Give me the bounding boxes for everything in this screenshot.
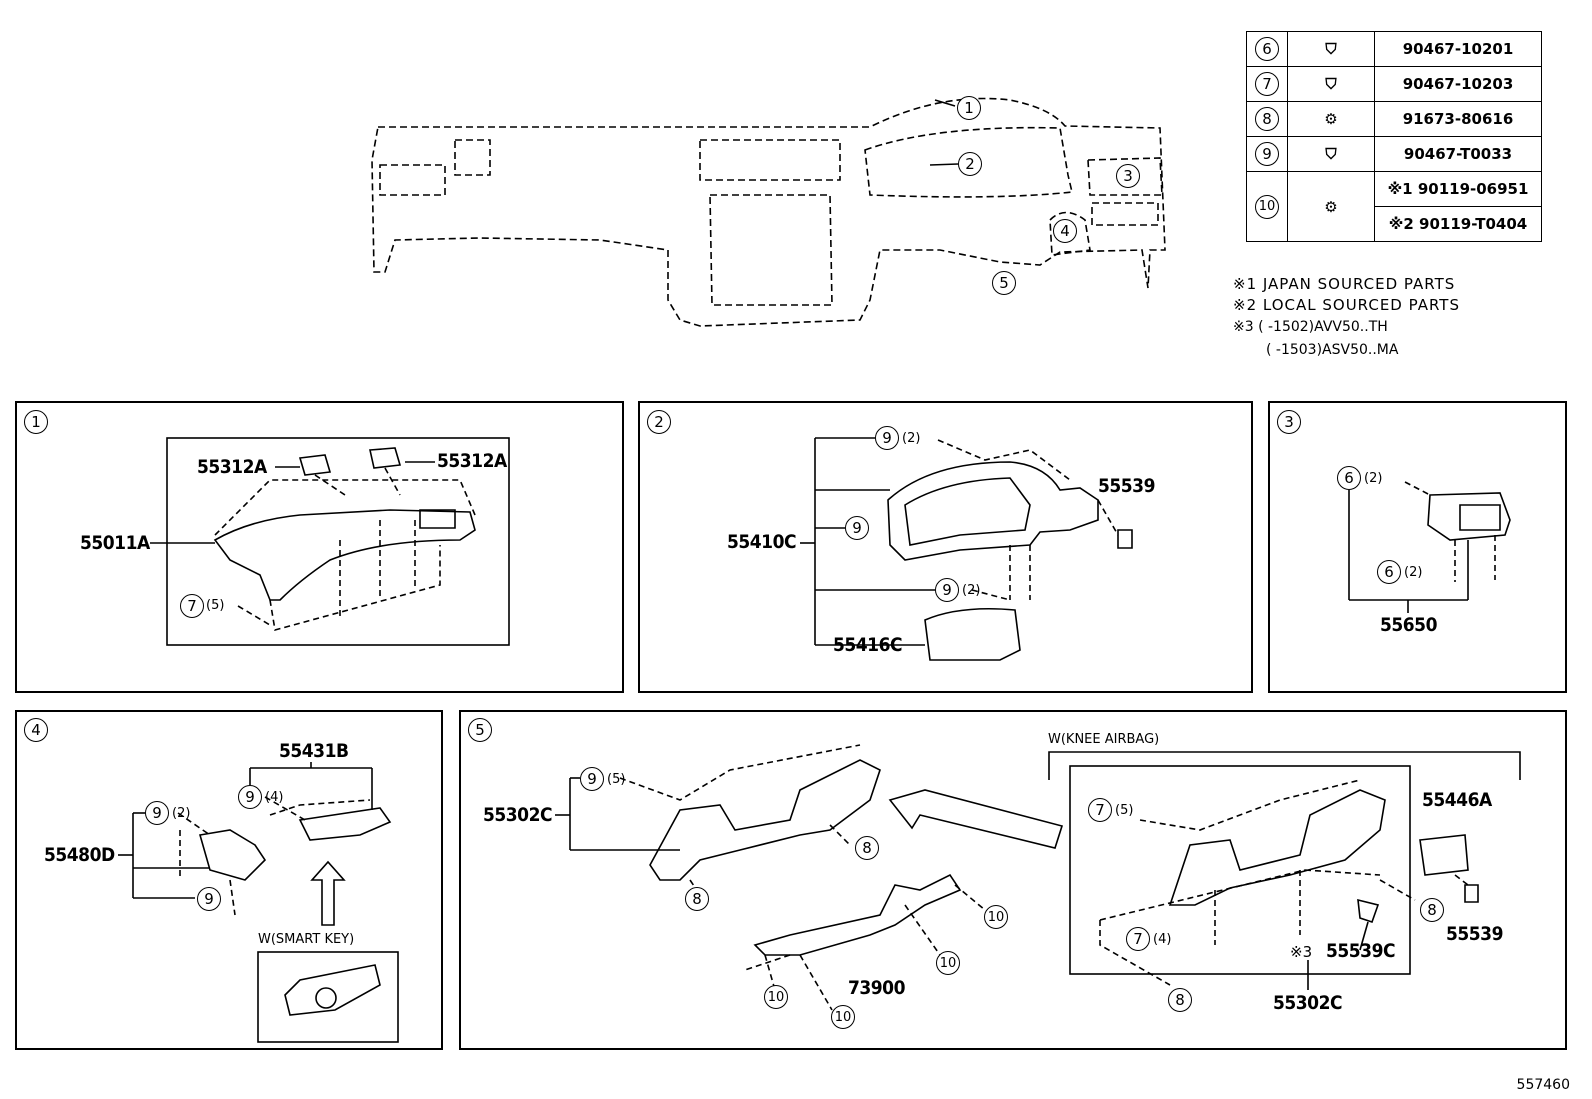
clip-icon: ⛉ <box>1325 145 1337 163</box>
clip-qty: (5) <box>1115 803 1134 818</box>
part-label-55302c-left[interactable]: 55302C <box>483 804 553 826</box>
table-key: 8 <box>1255 107 1279 131</box>
clip-callout[interactable]: 9 <box>875 426 899 450</box>
table-row: 8 ⚙ 91673-80616 <box>1246 101 1542 137</box>
panel-1 <box>15 401 624 693</box>
table-row: 7 ⛉ 90467-10203 <box>1246 66 1542 102</box>
part-number[interactable]: 90467-10203 <box>1374 66 1542 102</box>
screw-callout[interactable]: 10 <box>984 905 1008 929</box>
part-label-55416c[interactable]: 55416C <box>833 634 903 656</box>
clip-qty: (2) <box>962 583 981 598</box>
panel1-inner-frame <box>166 437 510 646</box>
panel-1-key: 1 <box>24 410 48 434</box>
clip-callout[interactable]: 9 <box>238 785 262 809</box>
fastener-table: 6 ⛉ 90467-10201 7 ⛉ 90467-10203 8 ⚙ 9167… <box>1246 31 1542 242</box>
clip-callout[interactable]: 7 <box>1088 798 1112 822</box>
part-label-55539c[interactable]: 55539C <box>1326 940 1396 962</box>
note-model-range-1: ※3 ( -1502)AVV50..TH <box>1233 319 1388 335</box>
panel5-parts <box>555 744 1521 1011</box>
part-number[interactable]: 90467-10201 <box>1374 31 1542 67</box>
overview-callout-3[interactable]: 3 <box>1116 164 1140 188</box>
part-label-55650[interactable]: 55650 <box>1380 614 1437 636</box>
screw-callout[interactable]: 8 <box>1168 988 1192 1012</box>
part-label-55312a-left[interactable]: 55312A <box>197 456 267 478</box>
clip-callout[interactable]: 9 <box>935 578 959 602</box>
panel-2 <box>638 401 1253 693</box>
screw-callout[interactable]: 10 <box>936 951 960 975</box>
table-row: 9 ⛉ 90467-T0033 <box>1246 136 1542 172</box>
screw-callout[interactable]: 10 <box>764 985 788 1009</box>
clip-qty: (5) <box>607 772 626 787</box>
note-mark-3: ※3 <box>1290 943 1313 961</box>
note-model-range-2: ( -1503)ASV50..MA <box>1266 342 1399 358</box>
clip-callout[interactable]: 7 <box>180 594 204 618</box>
part-label-55312a-right[interactable]: 55312A <box>437 450 507 472</box>
part-number[interactable]: ※2 90119-T0404 <box>1374 206 1542 242</box>
panel-4 <box>15 710 443 1050</box>
table-key: 9 <box>1255 142 1279 166</box>
panel-3-key: 3 <box>1277 410 1301 434</box>
panel-2-key: 2 <box>647 410 671 434</box>
panel-5-key: 5 <box>468 718 492 742</box>
clip-callout[interactable]: 6 <box>1377 560 1401 584</box>
screw-icon: ⚙ <box>1324 110 1338 128</box>
panel-5 <box>459 710 1567 1050</box>
sheet-number: 557460 <box>1516 1077 1570 1093</box>
part-number[interactable]: 90467-T0033 <box>1374 136 1542 172</box>
part-label-55431b[interactable]: 55431B <box>279 740 349 762</box>
clip-callout[interactable]: 6 <box>1337 466 1361 490</box>
clip-qty: (2) <box>1404 565 1423 580</box>
table-row: 10 ⚙ ※1 90119-06951 <box>1246 171 1542 242</box>
overview-callout-4[interactable]: 4 <box>1053 219 1077 243</box>
overview-callout-5[interactable]: 5 <box>992 271 1016 295</box>
panel-3 <box>1268 401 1567 693</box>
table-key: 6 <box>1255 37 1279 61</box>
clip-callout[interactable]: 7 <box>1126 927 1150 951</box>
clip-qty: (5) <box>206 598 225 613</box>
clip-callout[interactable]: 9 <box>580 767 604 791</box>
condition-smart-key: W(SMART KEY) <box>258 932 355 947</box>
overview-dashboard <box>371 97 1166 327</box>
part-number[interactable]: 91673-80616 <box>1374 101 1542 137</box>
panel4-parts <box>118 762 399 1043</box>
screw-callout[interactable]: 8 <box>1420 898 1444 922</box>
part-label-55539[interactable]: 55539 <box>1098 475 1155 497</box>
overview-callout-2[interactable]: 2 <box>958 152 982 176</box>
part-label-55446a[interactable]: 55446A <box>1422 789 1492 811</box>
part-label-55410c[interactable]: 55410C <box>727 531 797 553</box>
clip-qty: (4) <box>265 790 284 805</box>
clip-qty: (2) <box>172 806 191 821</box>
clip-callout[interactable]: 9 <box>845 516 869 540</box>
clip-qty: (2) <box>1364 471 1383 486</box>
panel3-parts <box>1348 481 1511 613</box>
table-key: 7 <box>1255 72 1279 96</box>
note-local-sourced: ※2 LOCAL SOURCED PARTS <box>1233 296 1460 314</box>
overview-callout-1[interactable]: 1 <box>957 96 981 120</box>
table-key: 10 <box>1255 194 1279 219</box>
panel-4-key: 4 <box>24 718 48 742</box>
part-number[interactable]: ※1 90119-06951 <box>1374 171 1542 207</box>
screw-callout[interactable]: 8 <box>685 887 709 911</box>
clip-callout[interactable]: 9 <box>145 801 169 825</box>
clip-icon: ⛉ <box>1325 40 1337 58</box>
part-label-73900[interactable]: 73900 <box>848 977 905 999</box>
part-label-55302c-right[interactable]: 55302C <box>1273 992 1343 1014</box>
screw-callout[interactable]: 10 <box>831 1005 855 1029</box>
clip-icon: ⛉ <box>1325 75 1337 93</box>
clip-qty: (2) <box>902 431 921 446</box>
part-label-55480d[interactable]: 55480D <box>44 844 115 866</box>
table-row: ※2 90119-T0404 <box>1247 206 1542 242</box>
panel2-parts <box>800 437 1133 661</box>
condition-knee-airbag: W(KNEE AIRBAG) <box>1048 732 1160 747</box>
panel1-parts <box>150 447 476 632</box>
part-label-55539[interactable]: 55539 <box>1446 923 1503 945</box>
table-row: 6 ⛉ 90467-10201 <box>1246 31 1542 67</box>
screw-callout[interactable]: 8 <box>855 836 879 860</box>
screw-icon: ⚙ <box>1324 197 1338 216</box>
clip-qty: (4) <box>1153 932 1172 947</box>
part-label-55011a[interactable]: 55011A <box>80 532 150 554</box>
note-japan-sourced: ※1 JAPAN SOURCED PARTS <box>1233 275 1456 293</box>
clip-callout[interactable]: 9 <box>197 887 221 911</box>
